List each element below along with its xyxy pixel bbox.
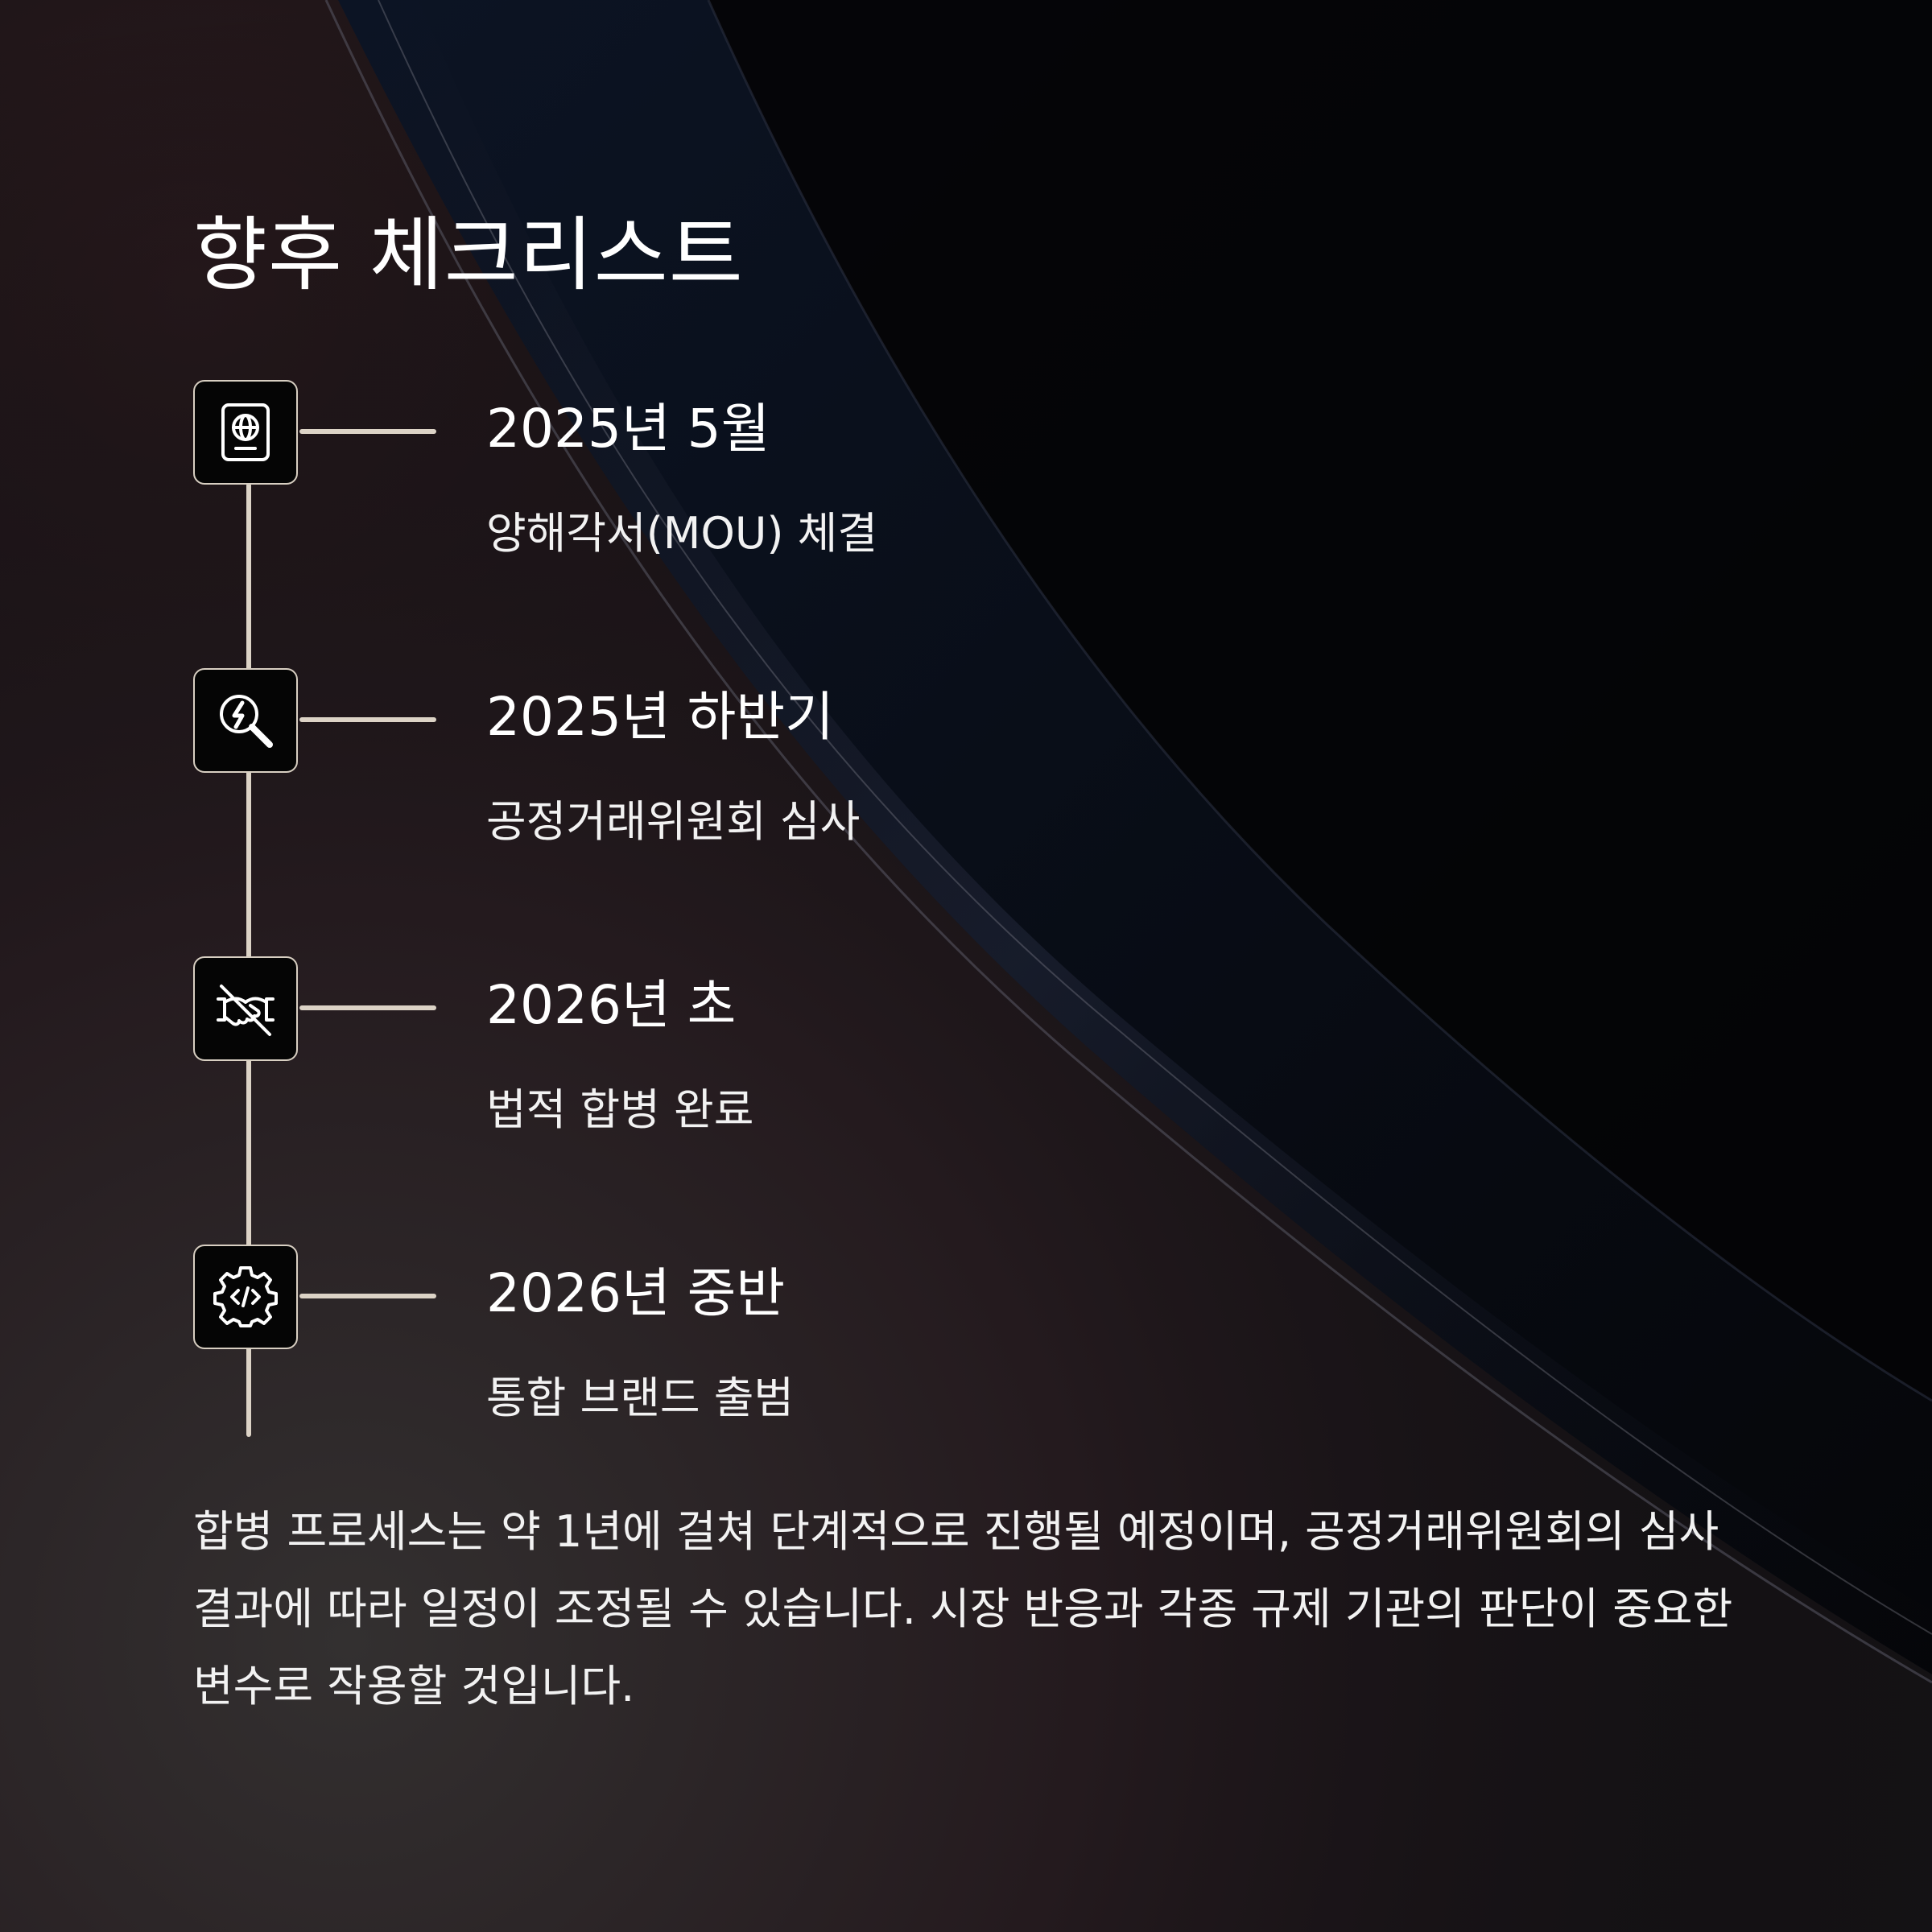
timeline-icon-box-4: [193, 1245, 298, 1349]
timeline-date-3: 2026년 초: [486, 974, 737, 1036]
timeline-description-1: 양해각서(MOU) 체결: [486, 508, 877, 559]
timeline-connector-2: [299, 717, 436, 722]
gear-code-icon: [213, 1266, 278, 1327]
timeline-connector-3: [299, 1005, 436, 1010]
timeline-date-4: 2026년 중반: [486, 1262, 786, 1324]
timeline-date-1: 2025년 5월: [486, 398, 770, 460]
search-lightning-icon: [220, 695, 273, 748]
timeline-description-3: 법적 합병 완료: [486, 1084, 754, 1135]
timeline-description-2: 공정거래위원회 심사: [486, 796, 861, 847]
summary-paragraph: 합병 프로세스는 약 1년에 걸쳐 단계적으로 진행될 예정이며, 공정거래위원…: [193, 1506, 1733, 1711]
timeline-icon-box-2: [193, 668, 298, 773]
timeline-icon-box-1: [193, 380, 298, 485]
timeline-date-2: 2025년 하반기: [486, 686, 834, 748]
timeline-connector-1: [299, 429, 436, 434]
handshake-crossed-icon: [217, 985, 275, 1036]
timeline-connector-4: [299, 1294, 436, 1298]
timeline-icon-box-3: [193, 956, 298, 1061]
page-title: 향후 체크리스트: [193, 208, 744, 302]
passport-globe-icon: [221, 403, 270, 461]
timeline-description-4: 통합 브랜드 출범: [486, 1373, 795, 1423]
